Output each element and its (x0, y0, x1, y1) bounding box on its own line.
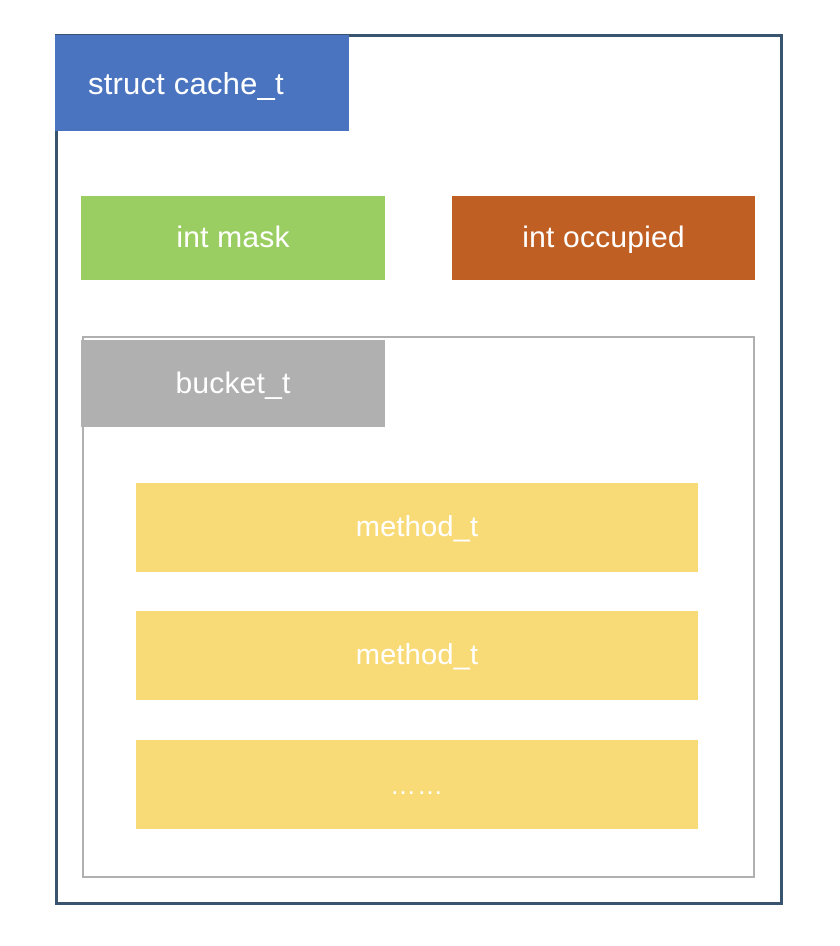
bucket-t-header-block: bucket_t (81, 340, 385, 427)
field-block-int-occupied: int occupied (452, 196, 755, 280)
bucket-entry-ellipsis: …… (136, 740, 698, 829)
bucket-entry-method-t-2: method_t (136, 611, 698, 700)
struct-title-block: struct cache_t (55, 35, 349, 131)
field-block-int-mask: int mask (81, 196, 385, 280)
bucket-entry-method-t-1: method_t (136, 483, 698, 572)
